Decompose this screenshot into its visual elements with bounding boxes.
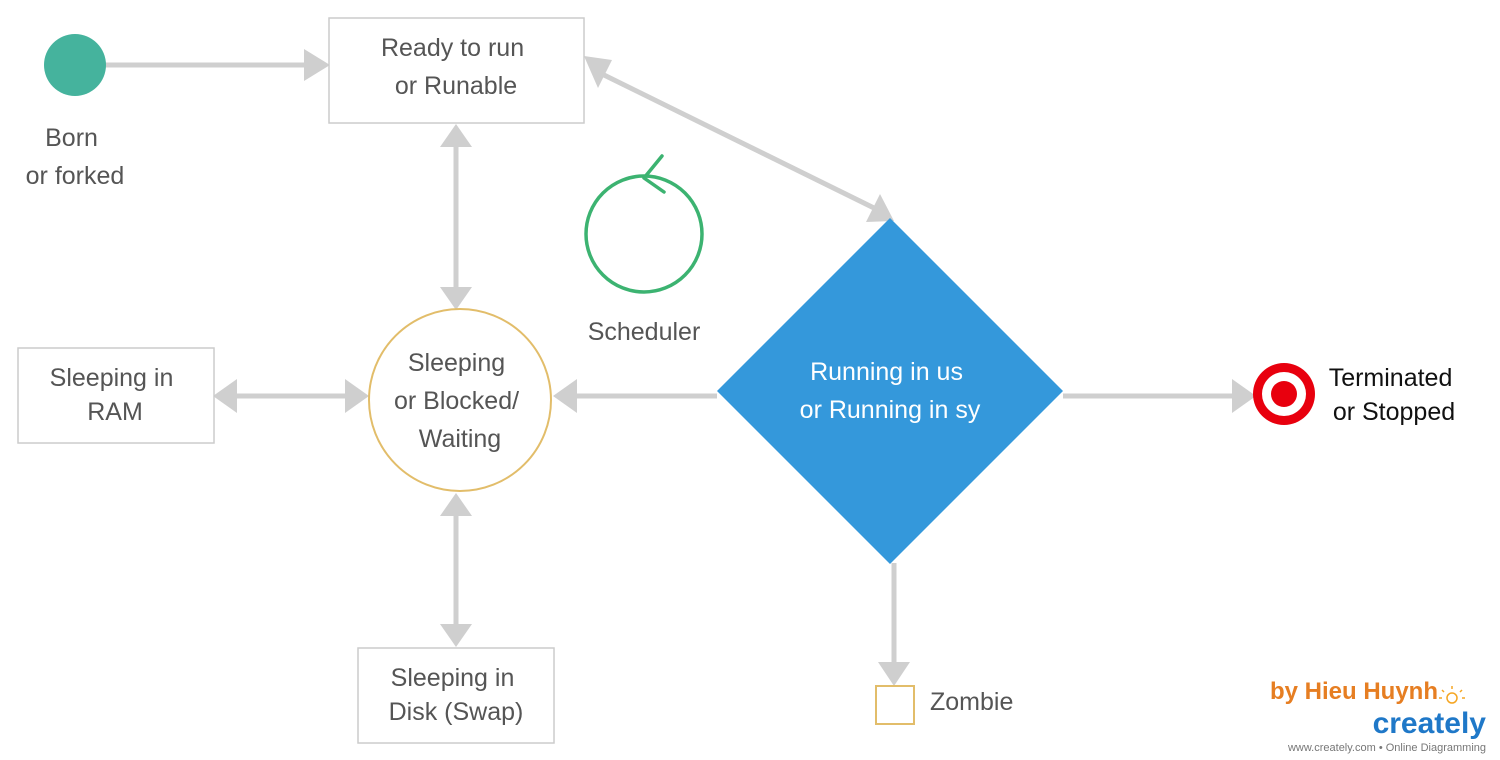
svg-text:Born or forked: Born or forked: [26, 124, 125, 190]
edge-ready-running: [584, 56, 894, 222]
svg-text:Sleeping or Blocked/: Sleeping or Blocked/ Waiting: [394, 349, 526, 453]
bullseye-end-icon: [1253, 363, 1315, 425]
edge-born-to-ready: [105, 49, 330, 81]
author-label: by Hieu Huynh: [1270, 678, 1438, 705]
branding: by Hieu Huynh creately www.creately.com …: [1270, 678, 1486, 754]
lightbulb-icon: [1439, 686, 1465, 704]
svg-text:Sleeping in RAM: Sleeping in RAM: [50, 364, 181, 426]
zombie-node: Zombie: [875, 685, 1013, 725]
edge-ready-sleeping: [440, 124, 472, 310]
ready-node: Ready to run or Runable: [328, 17, 585, 124]
sleeping-ram-node: Sleeping in RAM: [17, 347, 215, 444]
sleeping-ram-label-line-1: Sleeping in: [50, 364, 174, 392]
running-label-line-1: Running in us: [810, 358, 963, 386]
sleeping-node: Sleeping or Blocked/ Waiting: [368, 308, 552, 492]
edge-ram-sleeping: [213, 379, 369, 413]
sleeping-disk-node: Sleeping in Disk (Swap): [357, 647, 555, 744]
svg-text:Running in us or Running: Running in us or Running in sy: [800, 358, 981, 424]
terminated-node: Terminated or Stopped: [1253, 363, 1460, 426]
sleeping-disk-label-line-1: Sleeping in: [391, 664, 515, 692]
sleeping-label-line-3: Waiting: [419, 425, 501, 453]
sleeping-ram-label-line-2: RAM: [87, 398, 143, 426]
svg-text:Sleeping in Disk (Swap): Sleeping in Disk (Swap): [389, 664, 524, 726]
loop-arrow-icon: [584, 154, 704, 294]
filled-circle-start-icon: [44, 34, 106, 96]
sleeping-disk-label-line-2: Disk (Swap): [389, 698, 524, 726]
scheduler-node: Scheduler: [584, 154, 704, 346]
born-label-line-1: Born: [45, 124, 98, 152]
terminated-label-line-2: or Stopped: [1333, 398, 1455, 426]
edge-sleeping-disk: [440, 493, 472, 647]
edge-running-to-sleeping: [553, 379, 717, 413]
running-node: Running in us or Running in sy: [717, 218, 1063, 564]
creately-logo: creately: [1373, 707, 1487, 740]
born-label-line-2: or forked: [26, 162, 125, 190]
sleeping-label-line-2: or Blocked/: [394, 387, 519, 415]
zombie-label: Zombie: [930, 688, 1013, 716]
running-label-line-2: or Running in sy: [800, 396, 981, 424]
terminated-label-line-1: Terminated: [1329, 364, 1453, 392]
edge-running-to-zombie: [878, 563, 910, 686]
born-node: Born or forked: [26, 34, 125, 190]
scheduler-label: Scheduler: [588, 318, 701, 346]
ready-label-line-2: or Runable: [395, 72, 517, 100]
sleeping-label-line-1: Sleeping: [408, 349, 505, 377]
creately-tagline: www.creately.com • Online Diagramming: [1287, 742, 1486, 754]
svg-text:Ready to run or Runable: Ready to run or Runable: [381, 34, 531, 100]
ready-label-line-1: Ready to run: [381, 34, 524, 62]
svg-text:Terminated or Stopped: Terminated or Stopped: [1329, 364, 1460, 426]
edge-running-to-terminated: [1063, 379, 1256, 413]
